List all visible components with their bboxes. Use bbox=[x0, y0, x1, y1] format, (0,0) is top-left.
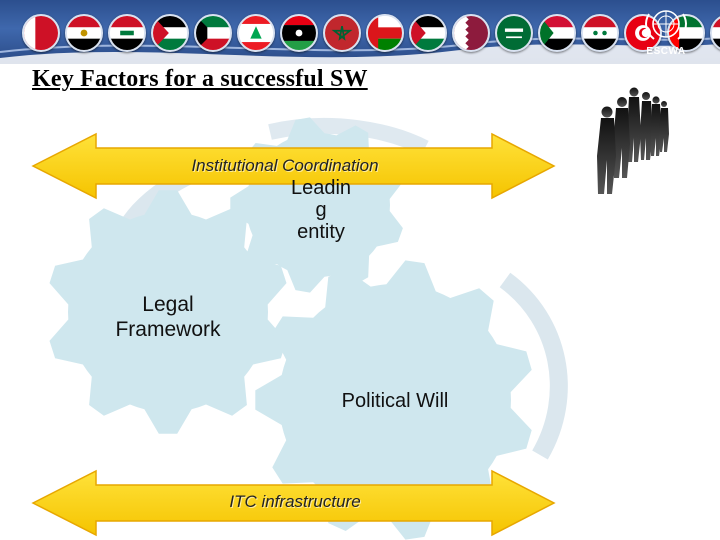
gear-political-will bbox=[255, 260, 532, 540]
cycle-arrow-right bbox=[499, 272, 568, 460]
flag-icon bbox=[366, 14, 404, 52]
flag-icon bbox=[409, 14, 447, 52]
leading-entity-line-2: g bbox=[315, 199, 327, 221]
bottom-double-arrow bbox=[31, 469, 556, 537]
org-name: ESCWA bbox=[646, 46, 686, 57]
flag-row bbox=[22, 14, 720, 52]
flag-icon bbox=[237, 14, 275, 52]
institutional-coordination-label: Institutional Coordination bbox=[191, 156, 379, 175]
un-emblem-icon bbox=[645, 10, 687, 40]
flag-icon bbox=[108, 14, 146, 52]
leading-entity-line-1: Leadin bbox=[290, 177, 352, 199]
leading-entity-line-3: entity bbox=[297, 221, 345, 243]
flag-icon bbox=[22, 14, 60, 52]
header-banner: ESCWA bbox=[0, 0, 720, 64]
slide-title: Key Factors for a successful SW bbox=[32, 66, 368, 92]
gear-legal-framework bbox=[49, 190, 287, 434]
political-will-label: Political Will bbox=[341, 390, 449, 412]
flag-icon bbox=[194, 14, 232, 52]
leading-entity-label: Leadin g entity bbox=[266, 177, 376, 243]
flag-icon bbox=[581, 14, 619, 52]
flag-icon bbox=[280, 14, 318, 52]
flag-icon bbox=[65, 14, 103, 52]
top-double-arrow bbox=[31, 132, 556, 200]
flag-icon bbox=[323, 14, 361, 52]
flag-icon bbox=[495, 14, 533, 52]
itc-infrastructure-label: ITC infrastructure bbox=[229, 492, 361, 511]
legal-framework-line-2: Framework bbox=[115, 318, 221, 341]
legal-framework-line-1: Legal bbox=[142, 293, 194, 316]
flag-icon bbox=[452, 14, 490, 52]
flag-icon bbox=[538, 14, 576, 52]
business-people-icon bbox=[597, 87, 669, 194]
legal-framework-label: Legal Framework bbox=[90, 292, 246, 342]
flag-icon bbox=[151, 14, 189, 52]
